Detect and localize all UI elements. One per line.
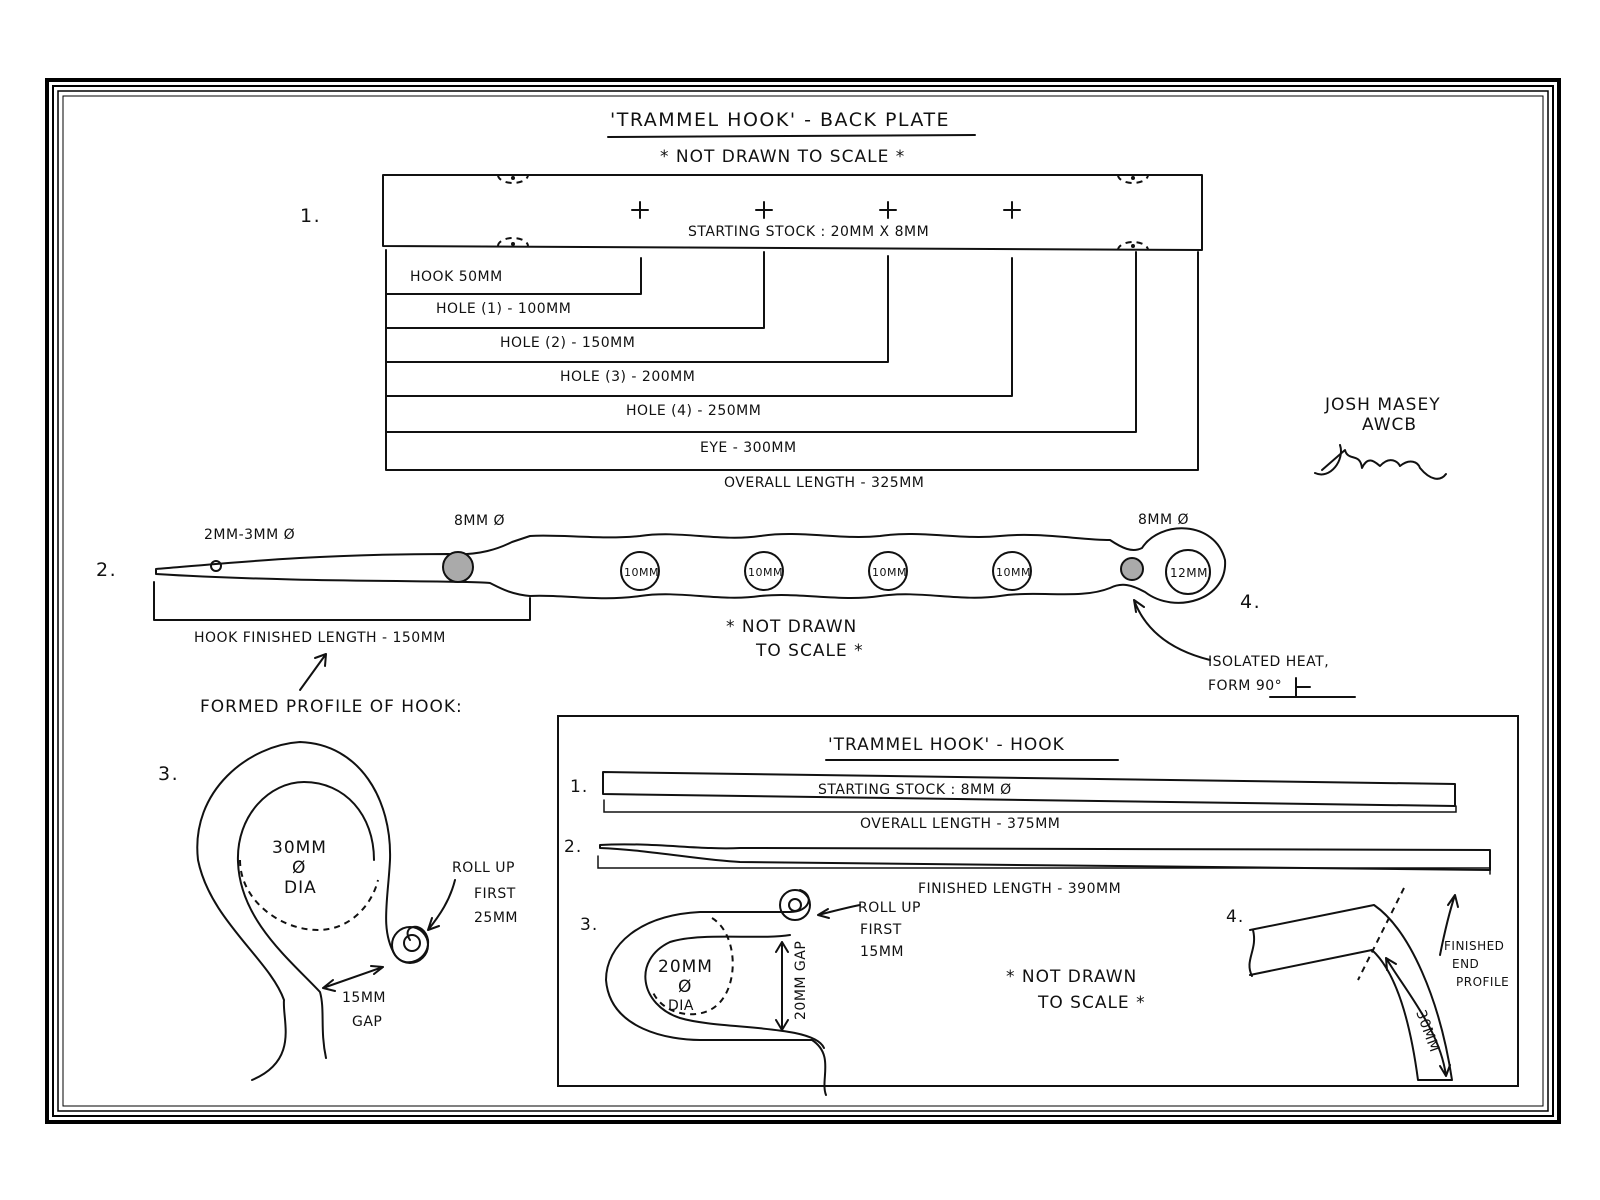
hook-end-profile-drawing [1248, 887, 1453, 1081]
dimension-hole-1: HOLE (1) - 100MM [436, 301, 571, 317]
hole-3-label: 10MM [872, 566, 907, 579]
backplate-step2-number: 2. [96, 559, 117, 581]
backplate-stock-bar [382, 174, 1203, 251]
hook-step1-number: 1. [570, 777, 588, 797]
finished-end-line1: FINISHED [1444, 939, 1504, 953]
roll-up-25-line1: ROLL UP [452, 860, 515, 876]
dia20-line3: DIA [668, 998, 694, 1014]
hook-starting-stock: STARTING STOCK : 8MM Ø [818, 782, 1012, 798]
dimension-hole-3: HOLE (3) - 200MM [560, 369, 695, 385]
formed-hook-profile [196, 741, 430, 1081]
backplate-starting-stock: STARTING STOCK : 20MM X 8MM [688, 224, 929, 240]
finished-end-line2: END [1452, 957, 1479, 971]
backplate-title: 'TRAMMEL HOOK' - BACK PLATE [610, 109, 950, 131]
hole-1-label: 10MM [624, 566, 659, 579]
hole-4-label: 10MM [996, 566, 1031, 579]
roll-up-25-line2: FIRST [474, 886, 516, 902]
backplate-step1-number: 1. [300, 205, 321, 227]
dia30-line2: Ø [292, 858, 306, 878]
dimension-hole-2: HOLE (2) - 150MM [500, 335, 635, 351]
hook-overall-length: OVERALL LENGTH - 375MM [860, 816, 1060, 832]
sheet-border [45, 78, 1561, 1124]
backplate-profile [155, 527, 1227, 604]
dimension-hook: HOOK 50MM [410, 269, 503, 285]
hook-panel-frame [557, 715, 1519, 1087]
dia30-line1: 30MM [272, 838, 327, 858]
dia20-line1: 20MM [658, 957, 713, 977]
hook-not-to-scale-b: TO SCALE * [1037, 993, 1146, 1013]
hook-step3-number: 3. [580, 915, 598, 935]
dia30-line3: DIA [284, 878, 317, 898]
gap15-line2: GAP [352, 1014, 382, 1030]
dimension-brackets [385, 249, 1199, 471]
hook-step4-number: 4. [1226, 907, 1244, 927]
backplate-step4-number: 4. [1240, 591, 1261, 613]
dimension-eye: EYE - 300MM [700, 440, 797, 456]
isolated-heat-line1: ISOLATED HEAT, [1208, 654, 1329, 670]
hole-8mm-label: 8MM Ø [454, 513, 505, 529]
dimension-overall: OVERALL LENGTH - 325MM [724, 475, 924, 491]
roll-up-15-line2: FIRST [860, 922, 902, 938]
isolated-heat-line2: FORM 90° [1208, 678, 1282, 694]
author-org: AWCB [1362, 415, 1417, 435]
hole-2-3mm-label: 2MM-3MM Ø [204, 527, 295, 543]
roll-up-15-line3: 15MM [860, 944, 904, 960]
formed-profile-label: FORMED PROFILE OF HOOK: [200, 697, 463, 717]
dimension-hole-4: HOLE (4) - 250MM [626, 403, 761, 419]
gap15-line1: 15MM [342, 990, 386, 1006]
hook-finished-length: HOOK FINISHED LENGTH - 150MM [194, 630, 446, 646]
hook-profile-drawing [605, 889, 827, 1096]
hook-finished-length: FINISHED LENGTH - 390MM [918, 881, 1121, 897]
author-name: JOSH MASEY [1324, 395, 1441, 415]
signature-mark [1314, 444, 1447, 480]
hook-gap-20mm: 20MM GAP [793, 941, 809, 1020]
eye-12mm-label: 12MM [1170, 566, 1208, 580]
backplate-not-to-scale: * NOT DRAWN TO SCALE * [660, 147, 905, 167]
roll-up-15-line1: ROLL UP [858, 900, 921, 916]
hook-title: 'TRAMMEL HOOK' - HOOK [828, 735, 1065, 755]
finished-end-line3: PROFILE [1456, 975, 1509, 989]
backplate-not-to-scale-2b: TO SCALE * [755, 641, 864, 661]
hook-step2-number: 2. [564, 837, 582, 857]
eye-8mm-label: 8MM Ø [1138, 512, 1189, 528]
backplate-not-to-scale-2a: * NOT DRAWN [726, 617, 857, 637]
hole-2-label: 10MM [748, 566, 783, 579]
roll-up-25-line3: 25MM [474, 910, 518, 926]
backplate-step3-number: 3. [158, 763, 179, 785]
hole-position-marks [631, 201, 1021, 219]
dia20-line2: Ø [678, 977, 692, 997]
hook-not-to-scale-a: * NOT DRAWN [1006, 967, 1137, 987]
